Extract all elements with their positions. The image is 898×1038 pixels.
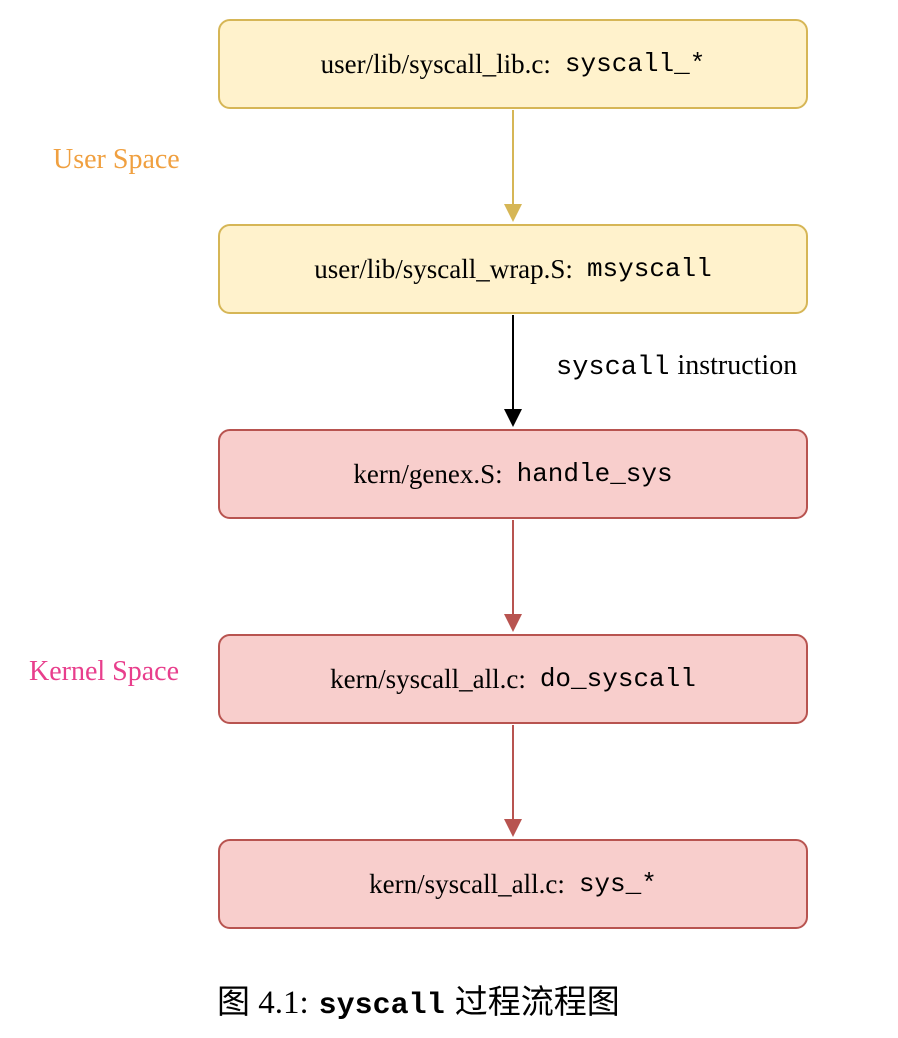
node-file: kern/syscall_all.c: xyxy=(330,663,526,694)
node-do-syscall: kern/syscall_all.c: do_syscall xyxy=(218,634,808,724)
arrow-wrap-to-handle-sys xyxy=(504,315,522,427)
arrow-do-syscall-to-sys xyxy=(504,725,522,837)
arrow-syscall-lib-to-wrap xyxy=(504,110,522,222)
user-space-label: User Space xyxy=(53,144,180,175)
caption-code: syscall xyxy=(318,989,445,1023)
node-symbol: do_syscall xyxy=(539,664,696,694)
node-file: user/lib/syscall_lib.c: xyxy=(320,48,551,79)
arrow-handle-sys-to-do-syscall xyxy=(504,520,522,632)
node-file: kern/genex.S: xyxy=(353,458,503,489)
kernel-space-label: Kernel Space xyxy=(29,656,180,687)
node-syscall-lib: user/lib/syscall_lib.c: syscall_* xyxy=(218,19,808,109)
node-sys: kern/syscall_all.c: sys_* xyxy=(218,839,808,929)
node-file: user/lib/syscall_wrap.S: xyxy=(314,253,573,284)
edge-label-text: instruction xyxy=(677,350,798,381)
node-symbol: syscall_* xyxy=(564,49,706,79)
node-symbol: handle_sys xyxy=(516,459,673,489)
node-syscall-wrap: user/lib/syscall_wrap.S: msyscall xyxy=(218,224,808,314)
edge-label-code: syscall xyxy=(556,353,670,383)
node-symbol: msyscall xyxy=(586,254,712,284)
caption-prefix: 图 4.1: xyxy=(217,985,309,1021)
node-symbol: sys_* xyxy=(578,869,657,899)
node-file: kern/syscall_all.c: xyxy=(369,868,565,899)
node-handle-sys: kern/genex.S: handle_sys xyxy=(218,429,808,519)
figure-caption: 图 4.1: syscall 过程流程图 xyxy=(217,975,620,1023)
caption-suffix: 过程流程图 xyxy=(454,985,620,1021)
